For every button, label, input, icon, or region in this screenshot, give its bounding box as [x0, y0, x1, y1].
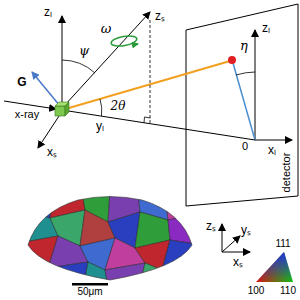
detector-label: detector [282, 152, 293, 192]
scale-label: 50μm [77, 287, 102, 297]
angle-label: ψ [79, 44, 89, 57]
origin-label: 0 [242, 141, 248, 152]
axis-label: zₛ [155, 10, 165, 22]
axis-label: xₛ [233, 256, 243, 268]
axis-label: xₗ [268, 144, 276, 156]
orientation-label: 110 [280, 286, 296, 296]
axis-label: zₗ [262, 22, 270, 34]
angle-label: ω [101, 22, 112, 35]
orientation-label: 100 [248, 286, 265, 296]
axis-label: yₛ [241, 224, 251, 236]
beam-label: x-ray [15, 109, 39, 120]
orientation-label: 111 [275, 239, 290, 249]
angle-label: η [240, 39, 248, 52]
axis-label: zₗ [44, 6, 52, 18]
axis-label: yₗ [96, 120, 104, 132]
vector-label: G [17, 76, 26, 88]
axis-label: xₛ [47, 146, 57, 158]
axis-label: zₛ [206, 220, 216, 232]
angle-label: 2θ [111, 100, 126, 112]
